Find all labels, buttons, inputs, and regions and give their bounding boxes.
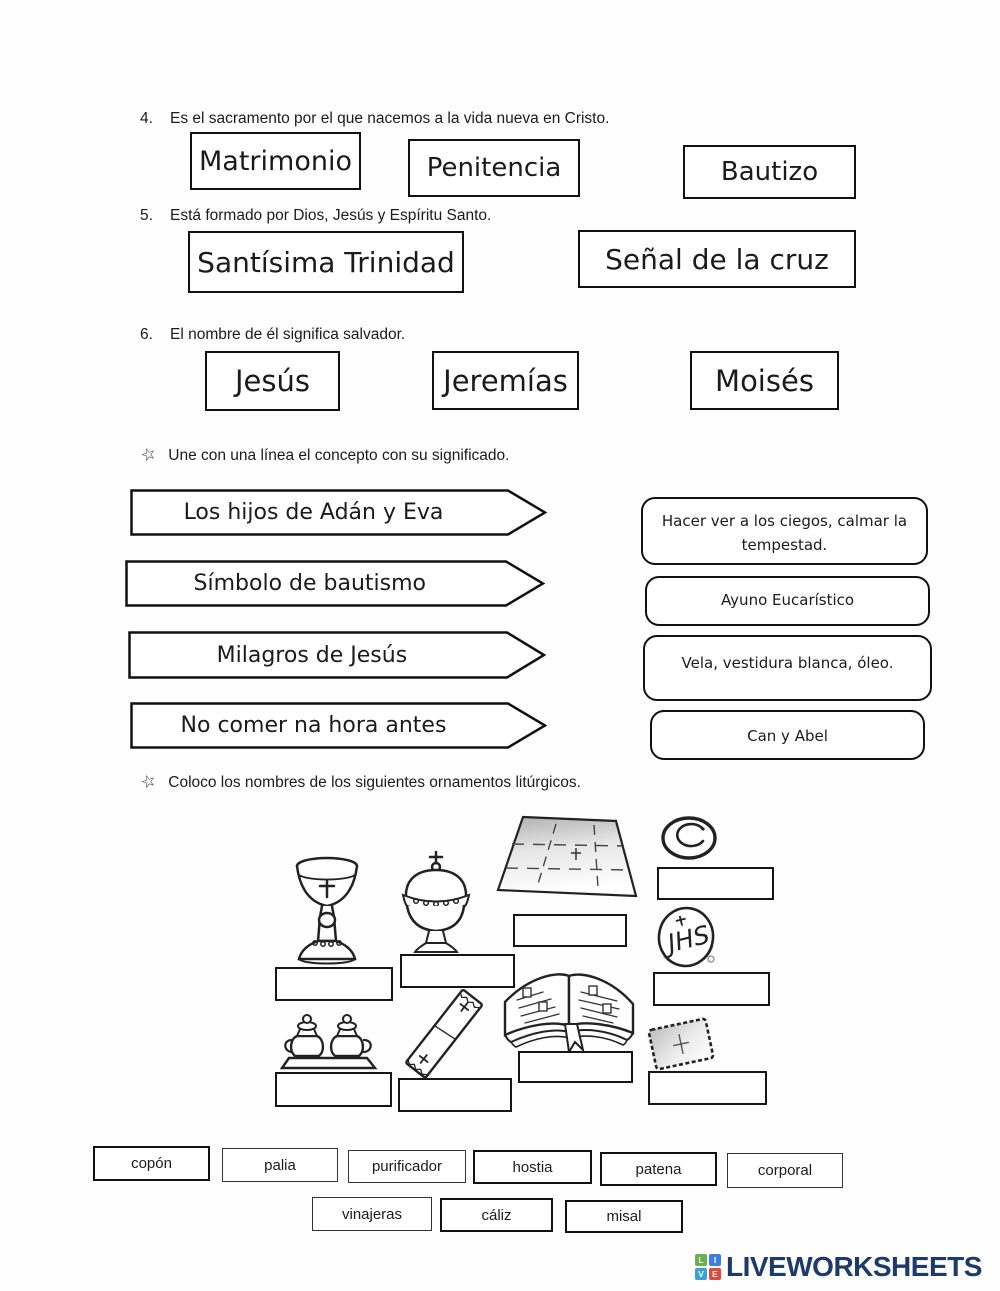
match-right-label: Hacer ver a los ciegos, calmar la tempes… (661, 512, 908, 554)
question-5-number: 5. (140, 207, 153, 224)
match-left-item-simbolo-bautismo[interactable]: Símbolo de bautismo (125, 560, 545, 607)
logo-tile-v: V (695, 1268, 707, 1280)
word-bank-hostia[interactable]: hostia (473, 1150, 592, 1184)
match-right-item-ayuno[interactable]: Ayuno Eucarístico (645, 576, 930, 626)
match-left-item-milagros-jesus[interactable]: Milagros de Jesús (128, 631, 546, 679)
match-left-label: Los hijos de Adán y Eva (183, 500, 444, 525)
match-left-label: Símbolo de bautismo (193, 571, 427, 596)
ornaments-instruction-text: Coloco los nombres de los siguientes orn… (168, 774, 581, 791)
word-bank-caliz[interactable]: cáliz (440, 1198, 553, 1232)
answer-box-pall[interactable] (648, 1071, 767, 1105)
question-4-text: Es el sacramento por el que nacemos a la… (170, 110, 610, 127)
word-bank-purificador[interactable]: purificador (348, 1150, 466, 1183)
option-bautizo[interactable]: Bautizo (683, 145, 856, 199)
option-jeremias[interactable]: Jeremías (432, 351, 579, 410)
missal-icon (503, 973, 635, 1054)
answer-box-ciborium[interactable] (400, 954, 515, 988)
logo-tile-e: E (709, 1268, 721, 1280)
arrow-shape-icon (130, 489, 547, 536)
question-5-text: Está formado por Dios, Jesús y Espíritu … (170, 207, 492, 224)
question-4: 4. Es el sacramento por el que nacemos a … (140, 110, 609, 128)
match-right-item-can-abel[interactable]: Can y Abel (650, 710, 925, 760)
answer-box-cruets[interactable] (275, 1072, 392, 1107)
match-right-item-milagros[interactable]: Hacer ver a los ciegos, calmar la tempes… (641, 497, 928, 565)
arrow-shape-icon (128, 631, 546, 679)
match-left-label: No comer na hora antes (180, 713, 447, 738)
match-instruction-text: Une con una línea el concepto con su sig… (168, 447, 510, 464)
option-jesus[interactable]: Jesús (205, 351, 340, 411)
arrow-shape-icon (125, 560, 545, 607)
word-bank-patena[interactable]: patena (600, 1152, 717, 1186)
match-left-label: Milagros de Jesús (216, 642, 408, 668)
question-6-text: El nombre de él significa salvador. (170, 326, 406, 343)
question-4-number: 4. (140, 110, 153, 127)
word-bank-copon[interactable]: copón (93, 1146, 210, 1181)
answer-box-chalice[interactable] (275, 967, 393, 1001)
option-penitencia[interactable]: Penitencia (408, 139, 580, 197)
match-right-item-vela[interactable]: Vela, vestidura blanca, óleo. (643, 635, 932, 701)
word-bank-misal[interactable]: misal (565, 1200, 683, 1233)
option-santisima-trinidad[interactable]: Santísima Trinidad (188, 231, 464, 293)
star-bullet-icon: ☆ (138, 770, 159, 793)
corporal-cloth-icon (496, 815, 638, 898)
pall-icon (647, 1017, 715, 1071)
answer-box-host[interactable] (653, 972, 770, 1006)
arrow-shape-icon (130, 702, 547, 749)
match-right-label: Ayuno Eucarístico (720, 591, 855, 609)
word-bank-vinajeras[interactable]: vinajeras (312, 1197, 432, 1231)
match-instruction-line: ☆ Une con una línea el concepto con su si… (138, 443, 510, 466)
purificator-icon (405, 988, 483, 1079)
ornaments-instruction-line: ☆ Coloco los nombres de los siguientes or… (138, 770, 581, 793)
liveworksheets-logo-icon: L I V E (695, 1254, 721, 1280)
match-left-item-hijos-adan-eva[interactable]: Los hijos de Adán y Eva (130, 489, 547, 536)
question-5: 5. Está formado por Dios, Jesús y Espírit… (140, 207, 491, 225)
paten-icon (661, 816, 717, 860)
question-6-number: 6. (140, 326, 153, 343)
answer-box-purificator[interactable] (398, 1078, 512, 1112)
answer-box-corporal[interactable] (513, 914, 627, 947)
match-right-label: Vela, vestidura blanca, óleo. (681, 654, 894, 672)
logo-tile-i: I (709, 1254, 721, 1266)
chalice-icon (295, 856, 359, 965)
liveworksheets-logo[interactable]: L I V E LIVEWORKSHEETS (695, 1251, 982, 1283)
host-icon: JHS (657, 906, 715, 968)
option-senal-de-la-cruz[interactable]: Señal de la cruz (578, 230, 856, 288)
question-6: 6. El nombre de él significa salvador. (140, 326, 405, 344)
match-left-item-no-comer[interactable]: No comer na hora antes (130, 702, 547, 749)
answer-box-missal[interactable] (518, 1051, 633, 1083)
ciborium-icon (401, 850, 471, 953)
logo-tile-l: L (695, 1254, 707, 1266)
word-bank-corporal[interactable]: corporal (727, 1153, 843, 1188)
word-bank-palia[interactable]: palia (222, 1148, 338, 1182)
option-moises[interactable]: Moisés (690, 351, 839, 410)
option-matrimonio[interactable]: Matrimonio (190, 132, 361, 190)
cruets-icon (280, 1014, 378, 1070)
liveworksheets-logo-text: LIVEWORKSHEETS (726, 1251, 982, 1282)
answer-box-paten[interactable] (657, 867, 774, 900)
star-bullet-icon: ☆ (138, 443, 159, 466)
match-right-label: Can y Abel (747, 727, 828, 745)
